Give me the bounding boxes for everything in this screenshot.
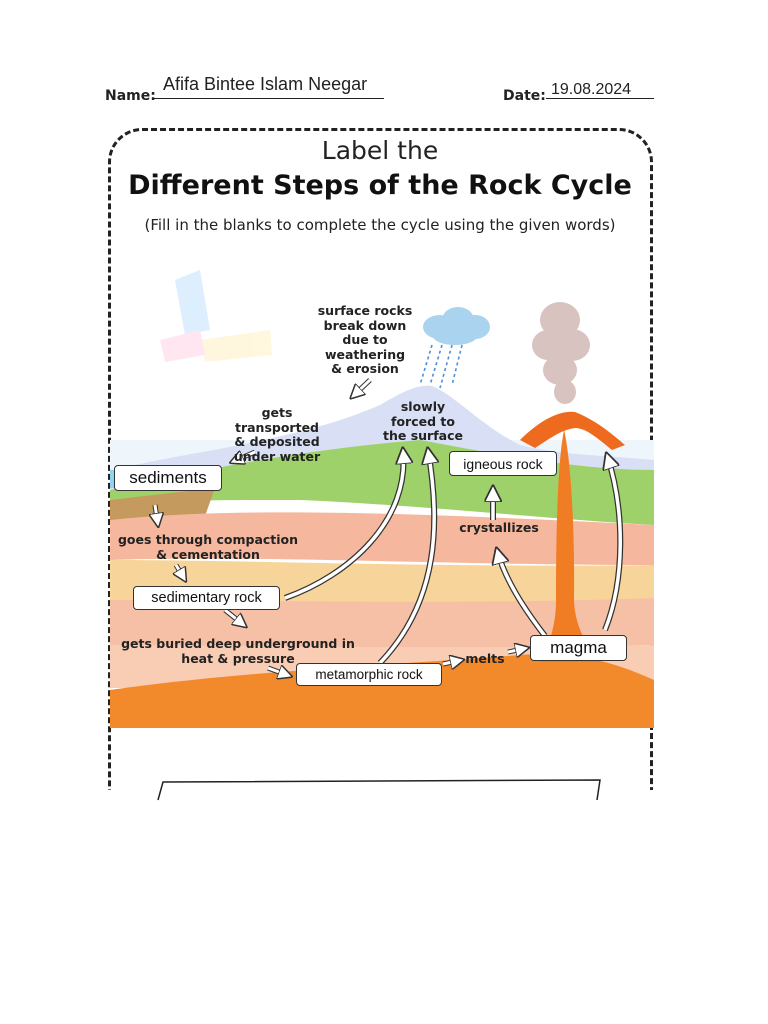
- name-label: Name:: [105, 88, 156, 104]
- worksheet-title: Different Steps of the Rock Cycle: [128, 170, 632, 201]
- pink-layer-2: [110, 598, 654, 649]
- pink-layer-1: [110, 512, 654, 565]
- name-underline: [152, 98, 384, 99]
- volcano-lava: [520, 411, 625, 450]
- label-igneous-rock: igneous rock: [449, 451, 557, 476]
- instructions: (Fill in the blanks to complete the cycl…: [144, 216, 616, 234]
- cycle-arrows: [155, 378, 624, 676]
- date-value: 19.08.2024: [551, 81, 632, 98]
- date-underline: [546, 98, 654, 99]
- caption-forced-up: slowly forced to the surface: [383, 399, 463, 443]
- caption-transported: gets transported & deposited under water: [233, 405, 321, 464]
- card-cutoff: [100, 790, 670, 850]
- watermark-logo: [160, 270, 272, 362]
- name-value: Afifa Bintee Islam Neegar: [163, 74, 368, 94]
- caption-weathering: surface rocks break down due to weatheri…: [317, 303, 413, 376]
- rain-cloud: [423, 307, 490, 345]
- rain: [419, 344, 463, 389]
- caption-melts: melts: [465, 651, 505, 666]
- label-sediments: sediments: [114, 465, 222, 491]
- label-magma: magma: [530, 635, 627, 661]
- bottom-answer-box-edge: [157, 779, 601, 801]
- label-metamorphic-rock: metamorphic rock: [296, 663, 442, 686]
- date-label: Date:: [503, 88, 546, 104]
- caption-buried: gets buried deep underground in heat & p…: [121, 636, 355, 666]
- caption-crystallizes: crystallizes: [459, 520, 539, 535]
- volcano-smoke: [532, 302, 590, 404]
- caption-compaction: goes through compaction & cementation: [117, 532, 299, 562]
- title-line-1: Label the: [321, 136, 439, 165]
- label-sedimentary-rock: sedimentary rock: [133, 586, 280, 610]
- magma-conduit: [540, 415, 600, 662]
- magma-chamber: [110, 654, 654, 728]
